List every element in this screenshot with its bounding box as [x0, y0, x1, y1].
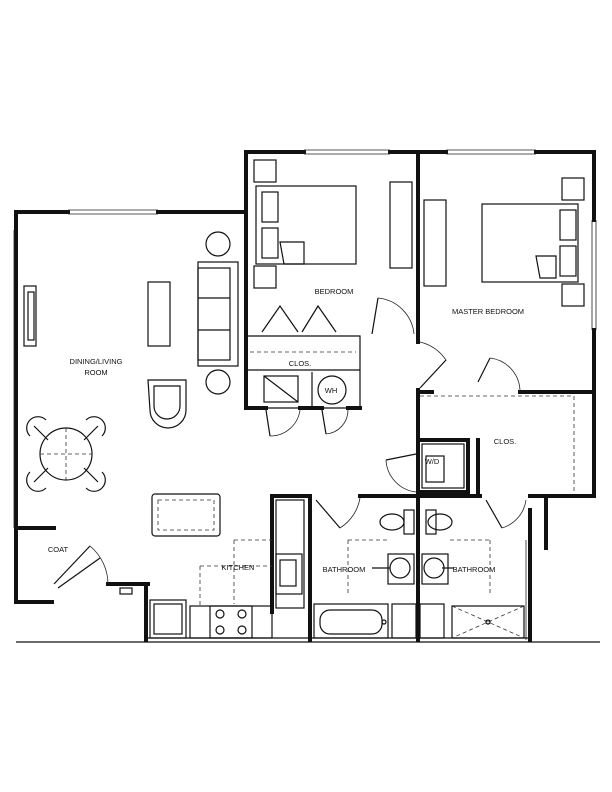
label-bedroom: BEDROOM	[315, 287, 354, 296]
label-master-bedroom: MASTER BEDROOM	[452, 307, 524, 316]
label-dining-living-2: ROOM	[84, 368, 107, 377]
kitchen-fixtures	[119, 499, 305, 639]
label-kitchen: KITCHEN	[222, 563, 255, 572]
label-bathroom-right: BATHROOM	[453, 565, 496, 574]
label-coat: COAT	[48, 545, 69, 554]
bedroom-furniture	[250, 159, 413, 405]
interior-walls	[244, 150, 596, 642]
bathroom-fixtures	[313, 509, 525, 639]
label-water-heater: WH	[325, 386, 338, 395]
label-closet-master: CLOS.	[494, 437, 517, 446]
label-washer-dryer: W/D	[425, 457, 440, 466]
label-dining-living-1: DINING/LIVING	[70, 357, 123, 366]
room-labels: BEDROOM MASTER BEDROOM DINING/LIVING ROO…	[48, 287, 524, 574]
living-furniture	[23, 231, 239, 537]
doors	[53, 297, 527, 589]
label-bathroom-left: BATHROOM	[323, 565, 366, 574]
label-closet-bedroom: CLOS.	[289, 359, 312, 368]
master-bedroom-furniture	[420, 177, 585, 494]
